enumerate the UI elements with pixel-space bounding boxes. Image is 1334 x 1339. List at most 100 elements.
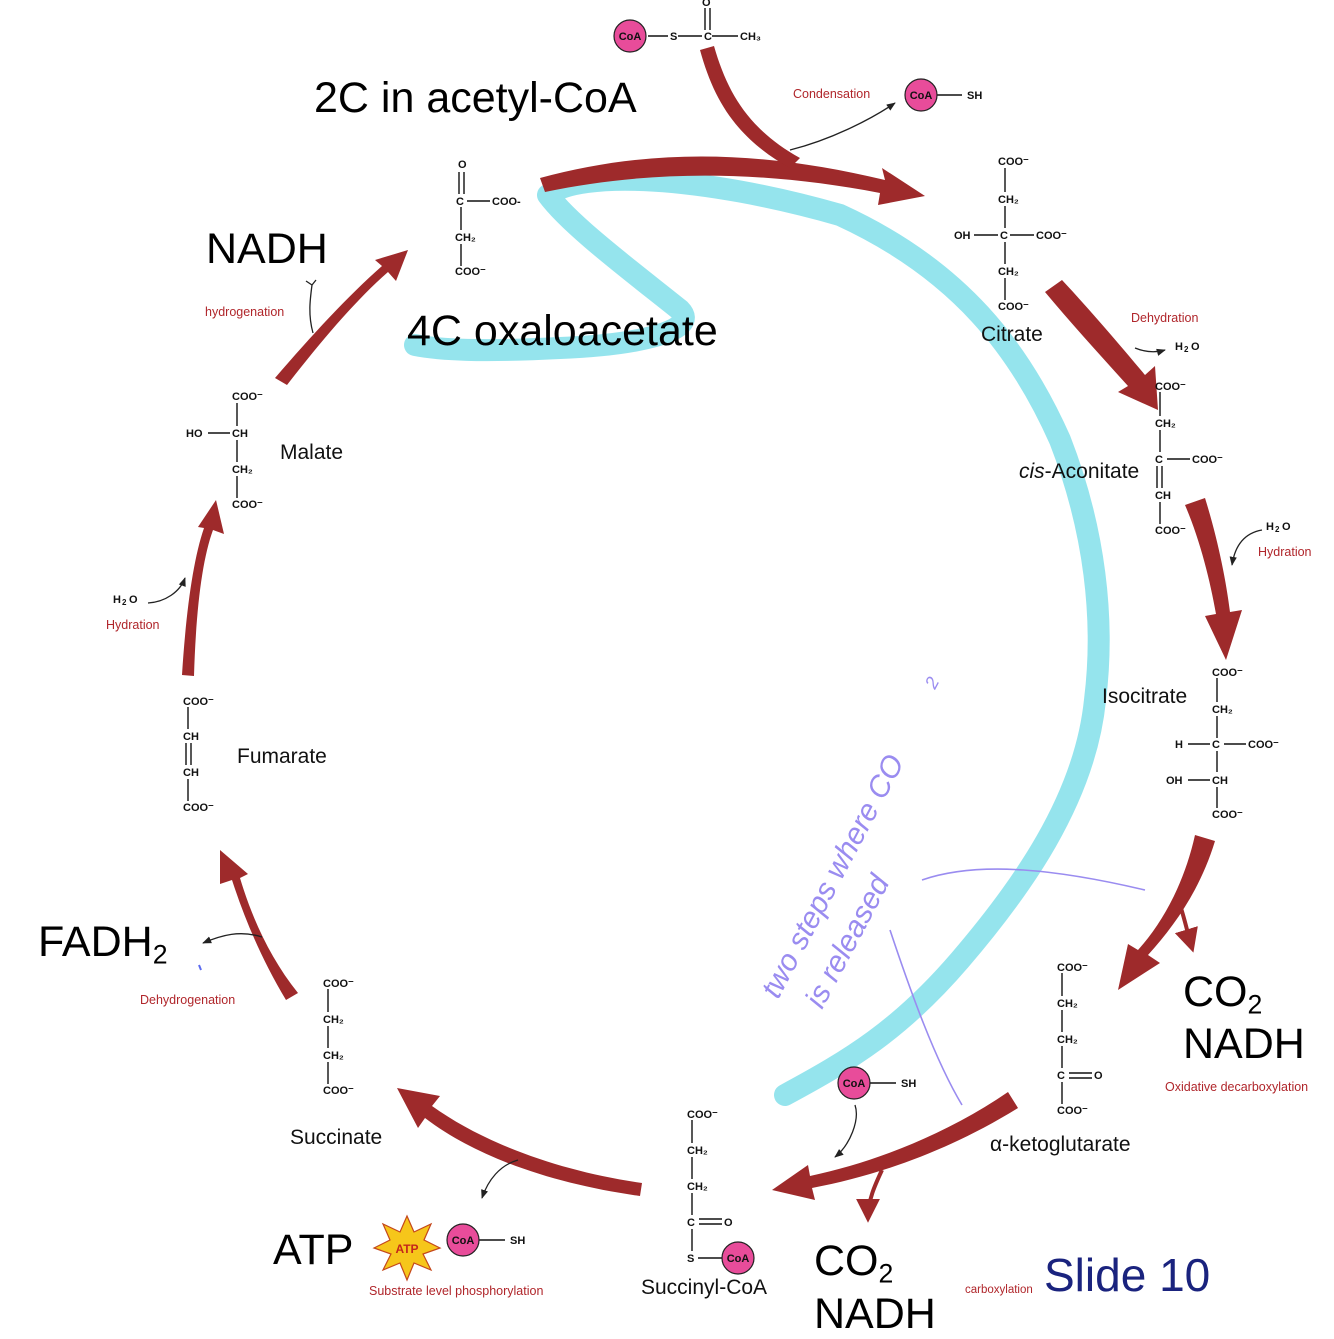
co2-bottom-sub: 2 xyxy=(878,1258,894,1289)
svg-text:H: H xyxy=(1175,739,1183,751)
fadh2-label: FADH2 xyxy=(38,918,168,970)
svg-text:CoA: CoA xyxy=(727,1253,750,1265)
svg-text:COO⁻: COO⁻ xyxy=(183,696,214,708)
svg-text:COO⁻: COO⁻ xyxy=(1057,962,1088,974)
cis-aconitate-structure xyxy=(1156,392,1190,524)
dehydration-label: Dehydration xyxy=(1131,311,1199,325)
svg-text:CH₂: CH₂ xyxy=(1057,1034,1078,1046)
arrow-isocitrate-to-akg xyxy=(1118,835,1215,990)
svg-text:COO⁻: COO⁻ xyxy=(1057,1105,1088,1117)
svg-text:C: C xyxy=(456,196,464,208)
svg-text:C: C xyxy=(1155,454,1163,466)
succinyl-coa-structure xyxy=(691,1120,722,1259)
slide-number: Slide 10 xyxy=(1044,1249,1211,1301)
svg-text:COO⁻: COO⁻ xyxy=(183,802,214,814)
succinate-label: Succinate xyxy=(290,1126,383,1149)
svg-text:CH₂: CH₂ xyxy=(232,464,253,476)
svg-text:CH₂: CH₂ xyxy=(1155,418,1176,430)
svg-text:CoA: CoA xyxy=(452,1235,475,1247)
svg-text:COO⁻: COO⁻ xyxy=(1212,667,1243,679)
svg-text:COO⁻: COO⁻ xyxy=(687,1109,718,1121)
co2-right-sub: 2 xyxy=(1247,989,1263,1020)
svg-text:CH: CH xyxy=(1212,775,1228,787)
svg-text:COO⁻: COO⁻ xyxy=(232,391,263,403)
svg-text:CoA: CoA xyxy=(619,31,642,43)
akg-structure xyxy=(1061,973,1092,1104)
co2-release-arrow-right xyxy=(1174,904,1198,953)
fadh2-sub: 2 xyxy=(152,939,168,970)
arrow-malate-to-oxaloacetate xyxy=(275,250,408,385)
svg-text:CH₂: CH₂ xyxy=(1212,704,1233,716)
svg-text:O: O xyxy=(702,0,711,9)
svg-text:COO⁻: COO⁻ xyxy=(1192,454,1223,466)
nadh-malate-label: NADH xyxy=(206,225,328,273)
svg-text:COO⁻: COO⁻ xyxy=(232,499,263,511)
coa-badge-condensation xyxy=(904,78,938,112)
fadh2-main: FADH xyxy=(38,918,153,966)
svg-text:C: C xyxy=(1212,739,1220,751)
succinyl-coa-label: Succinyl-CoA xyxy=(641,1276,768,1299)
co2-akg-label: CO2 xyxy=(814,1237,893,1289)
svg-text:COO⁻: COO⁻ xyxy=(1212,809,1243,821)
svg-text:C: C xyxy=(687,1217,695,1229)
svg-text:COO-: COO- xyxy=(492,196,521,208)
cycle-arrows xyxy=(182,46,1242,1200)
arrow-succinate-to-fumarate xyxy=(220,850,298,1000)
co2-bottom-main: CO xyxy=(814,1237,879,1285)
hydration-right-label: Hydration xyxy=(1258,545,1312,559)
coa-badge-succinate xyxy=(446,1223,480,1257)
decarboxylation-cut-label: carboxylation xyxy=(965,1284,1033,1296)
svg-text:COO⁻: COO⁻ xyxy=(323,1085,354,1097)
co2-right-main: CO xyxy=(1183,968,1248,1016)
co2-isocitrate-label: CO2 xyxy=(1183,968,1262,1020)
handwritten-cross-stroke xyxy=(889,868,1146,1106)
hydration-left-label: Hydration xyxy=(106,618,160,632)
svg-text:CH₂: CH₂ xyxy=(687,1145,708,1157)
svg-text:OH: OH xyxy=(1166,775,1183,787)
fumarate-label: Fumarate xyxy=(237,745,327,768)
atp-star-icon: ATP xyxy=(372,1214,442,1282)
svg-text:2: 2 xyxy=(920,674,943,693)
water-isocitrate: H xyxy=(1266,521,1274,533)
handwritten-mark-fadh2 xyxy=(198,964,202,971)
svg-text:ATP: ATP xyxy=(395,1242,418,1256)
svg-text:HO: HO xyxy=(186,428,203,440)
substrate-level-label: Substrate level phosphorylation xyxy=(369,1284,544,1298)
svg-text:CH₂: CH₂ xyxy=(687,1181,708,1193)
citrate-label: Citrate xyxy=(981,323,1043,346)
svg-text:COO⁻: COO⁻ xyxy=(998,301,1029,313)
water-malate: H xyxy=(113,594,121,606)
svg-text:OH: OH xyxy=(954,230,971,242)
coa-badges: CoA CoA CoA CoA CoA xyxy=(446,19,938,1275)
oxaloacetate-note: 4C oxaloacetate xyxy=(407,307,718,355)
svg-text:2: 2 xyxy=(122,598,127,607)
cis-aconitate-label: cis-Aconitate xyxy=(1019,460,1139,484)
arrow-aconitate-to-isocitrate xyxy=(1185,498,1242,660)
svg-text:CH₂: CH₂ xyxy=(998,266,1019,278)
sh-2: SH xyxy=(901,1078,916,1090)
svg-text:O: O xyxy=(1094,1070,1103,1082)
svg-text:CH: CH xyxy=(183,767,199,779)
svg-text:CH₂: CH₂ xyxy=(455,232,476,244)
svg-text:CoA: CoA xyxy=(843,1078,866,1090)
arrow-citrate-to-aconitate xyxy=(1045,280,1158,410)
svg-text:C: C xyxy=(1057,1070,1065,1082)
svg-text:O: O xyxy=(724,1217,733,1229)
acetyl-coa-structure xyxy=(648,8,738,37)
svg-text:COO⁻: COO⁻ xyxy=(323,978,354,990)
akg-label: α-ketoglutarate xyxy=(990,1133,1131,1156)
svg-text:CH: CH xyxy=(232,428,248,440)
svg-text:COO⁻: COO⁻ xyxy=(1036,230,1067,242)
svg-text:COO⁻: COO⁻ xyxy=(455,266,486,278)
side-arrows xyxy=(147,102,1263,1199)
svg-text:2: 2 xyxy=(1184,345,1189,354)
svg-text:COO⁻: COO⁻ xyxy=(1155,525,1186,537)
svg-text:COO⁻: COO⁻ xyxy=(998,156,1029,168)
svg-text:COO⁻: COO⁻ xyxy=(1248,739,1279,751)
svg-text:C: C xyxy=(1000,230,1008,242)
svg-text:COO⁻: COO⁻ xyxy=(1155,381,1186,393)
svg-text:O: O xyxy=(1191,341,1200,353)
coa-badge-succinylcoa xyxy=(721,1241,755,1275)
acetyl-coa-note: 2C in acetyl-CoA xyxy=(314,74,637,122)
